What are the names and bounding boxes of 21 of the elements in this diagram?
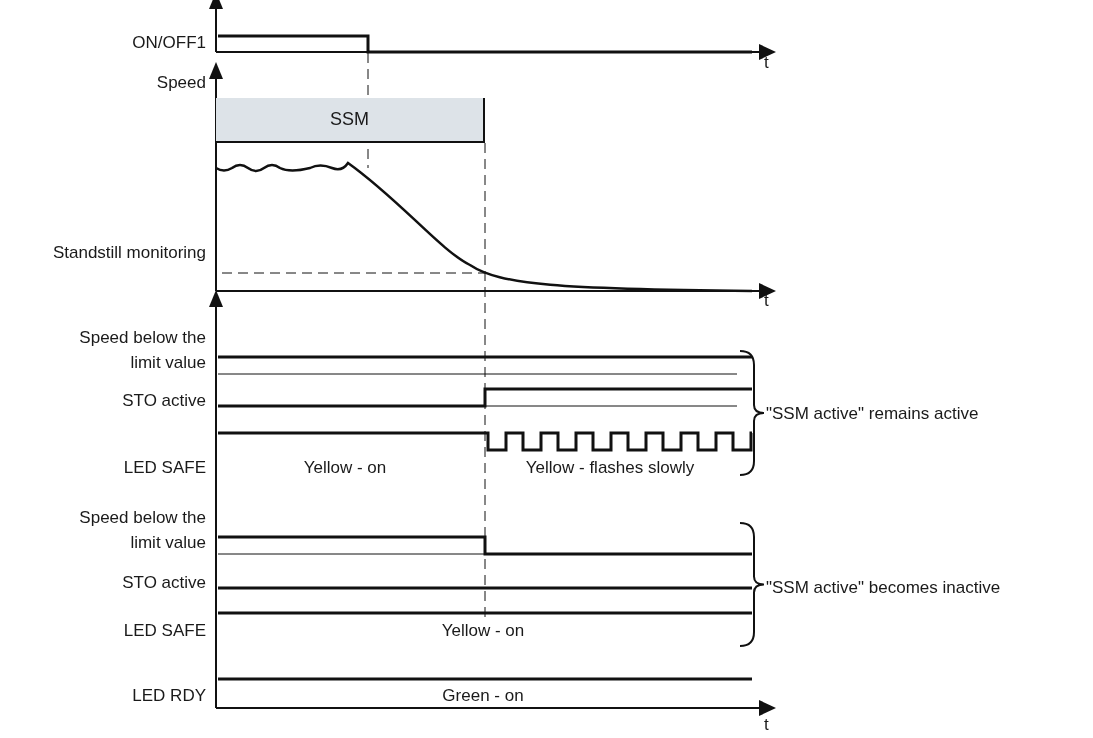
signal-label: LED RDY	[132, 684, 206, 707]
axis-or-note-label: t	[764, 289, 769, 312]
state-label: Yellow - flashes slowly	[525, 456, 695, 479]
signal-label: ON/OFF1	[132, 31, 206, 54]
state-label: Green - on	[442, 684, 524, 707]
state-label: Yellow - on	[303, 456, 387, 479]
signal-label: Speed below the limit value	[78, 327, 206, 374]
signal-label: LED SAFE	[123, 619, 206, 642]
axis-or-note-label: "SSM active" remains active	[766, 402, 979, 425]
axis-or-note-label: t	[764, 713, 769, 736]
signal-label: STO active	[122, 571, 206, 594]
signal-label: Speed below the limit value	[78, 507, 206, 554]
signal-label: LED SAFE	[123, 456, 206, 479]
signal-label: Speed	[156, 71, 206, 94]
axis-or-note-label: "SSM active" becomes inactive	[766, 576, 1001, 599]
band-label: SSM	[330, 109, 369, 130]
signal-label: STO active	[122, 389, 206, 412]
signal-label: Standstill monitoring	[52, 241, 206, 264]
state-label: Yellow - on	[441, 619, 525, 642]
axis-or-note-label: t	[764, 51, 769, 74]
signal-band	[216, 98, 485, 143]
